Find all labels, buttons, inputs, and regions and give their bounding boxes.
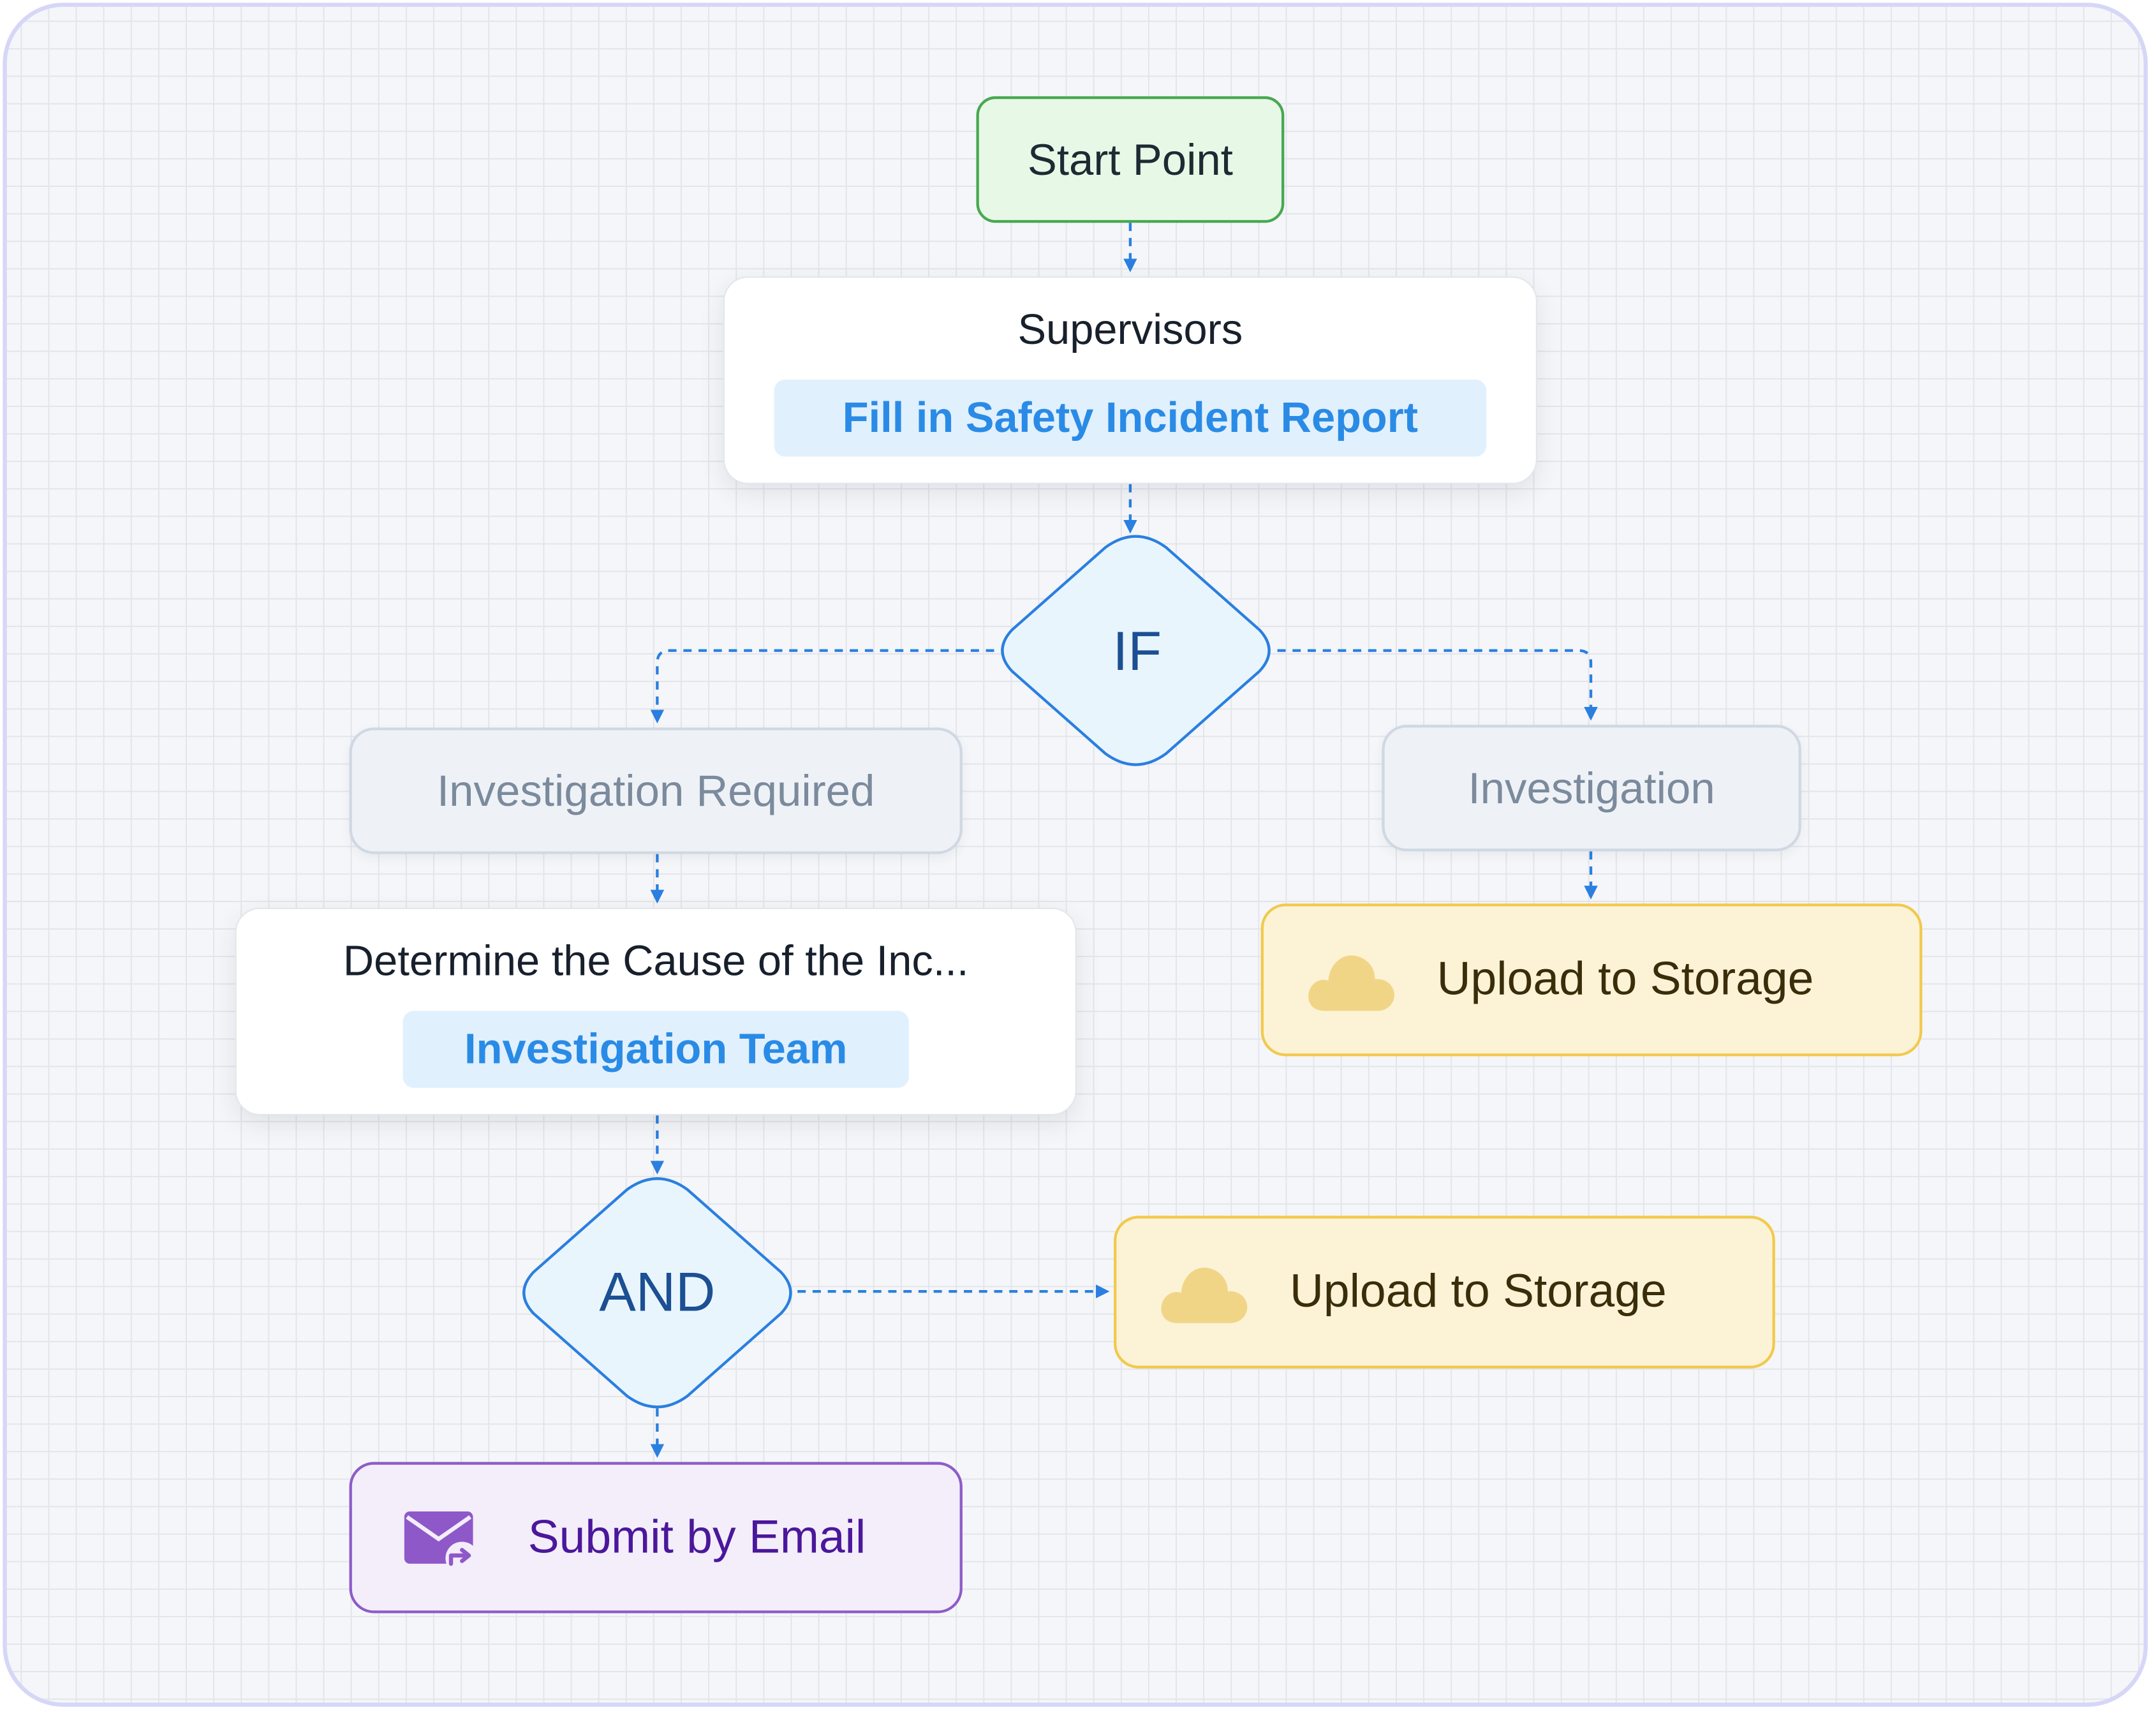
cloud-icon <box>1308 955 1394 1011</box>
if-gate-shape[interactable] <box>1001 535 1271 766</box>
submit-email-label: Submit by Email <box>528 1510 866 1563</box>
determine-cause-node[interactable]: Determine the Cause of the Inc... Invest… <box>235 907 1077 1116</box>
supervisors-node[interactable]: Supervisors Fill in Safety Incident Repo… <box>723 276 1537 484</box>
investigation-team-tag: Investigation Team <box>402 1010 909 1088</box>
and-gate-label: AND <box>599 1261 716 1323</box>
safety-report-tag: Fill in Safety Incident Report <box>774 378 1487 456</box>
upload-storage-label-top: Upload to Storage <box>1436 953 1814 1006</box>
investigation-required-label: Investigation Required <box>437 765 875 815</box>
email-send-icon <box>404 1511 479 1575</box>
connector-if-to-investigation <box>1277 649 1598 721</box>
submit-email-node[interactable]: Submit by Email <box>349 1462 963 1614</box>
supervisors-title: Supervisors <box>1017 304 1243 353</box>
start-point-label: Start Point <box>1027 134 1233 184</box>
investigation-label: Investigation <box>1468 762 1715 812</box>
start-point-node[interactable]: Start Point <box>976 96 1285 223</box>
investigation-required-node[interactable]: Investigation Required <box>349 727 963 854</box>
and-gate-shape[interactable] <box>522 1177 792 1409</box>
investigation-node[interactable]: Investigation <box>1382 725 1801 852</box>
connector-if-to-investigation-required <box>650 649 994 724</box>
upload-storage-node-bottom[interactable]: Upload to Storage <box>1114 1215 1775 1369</box>
determine-cause-title: Determine the Cause of the Inc... <box>343 935 969 984</box>
if-gate-label: IF <box>1112 621 1162 682</box>
upload-storage-node-top[interactable]: Upload to Storage <box>1260 903 1923 1057</box>
upload-storage-label-bottom: Upload to Storage <box>1289 1265 1667 1318</box>
cloud-icon <box>1161 1267 1248 1323</box>
